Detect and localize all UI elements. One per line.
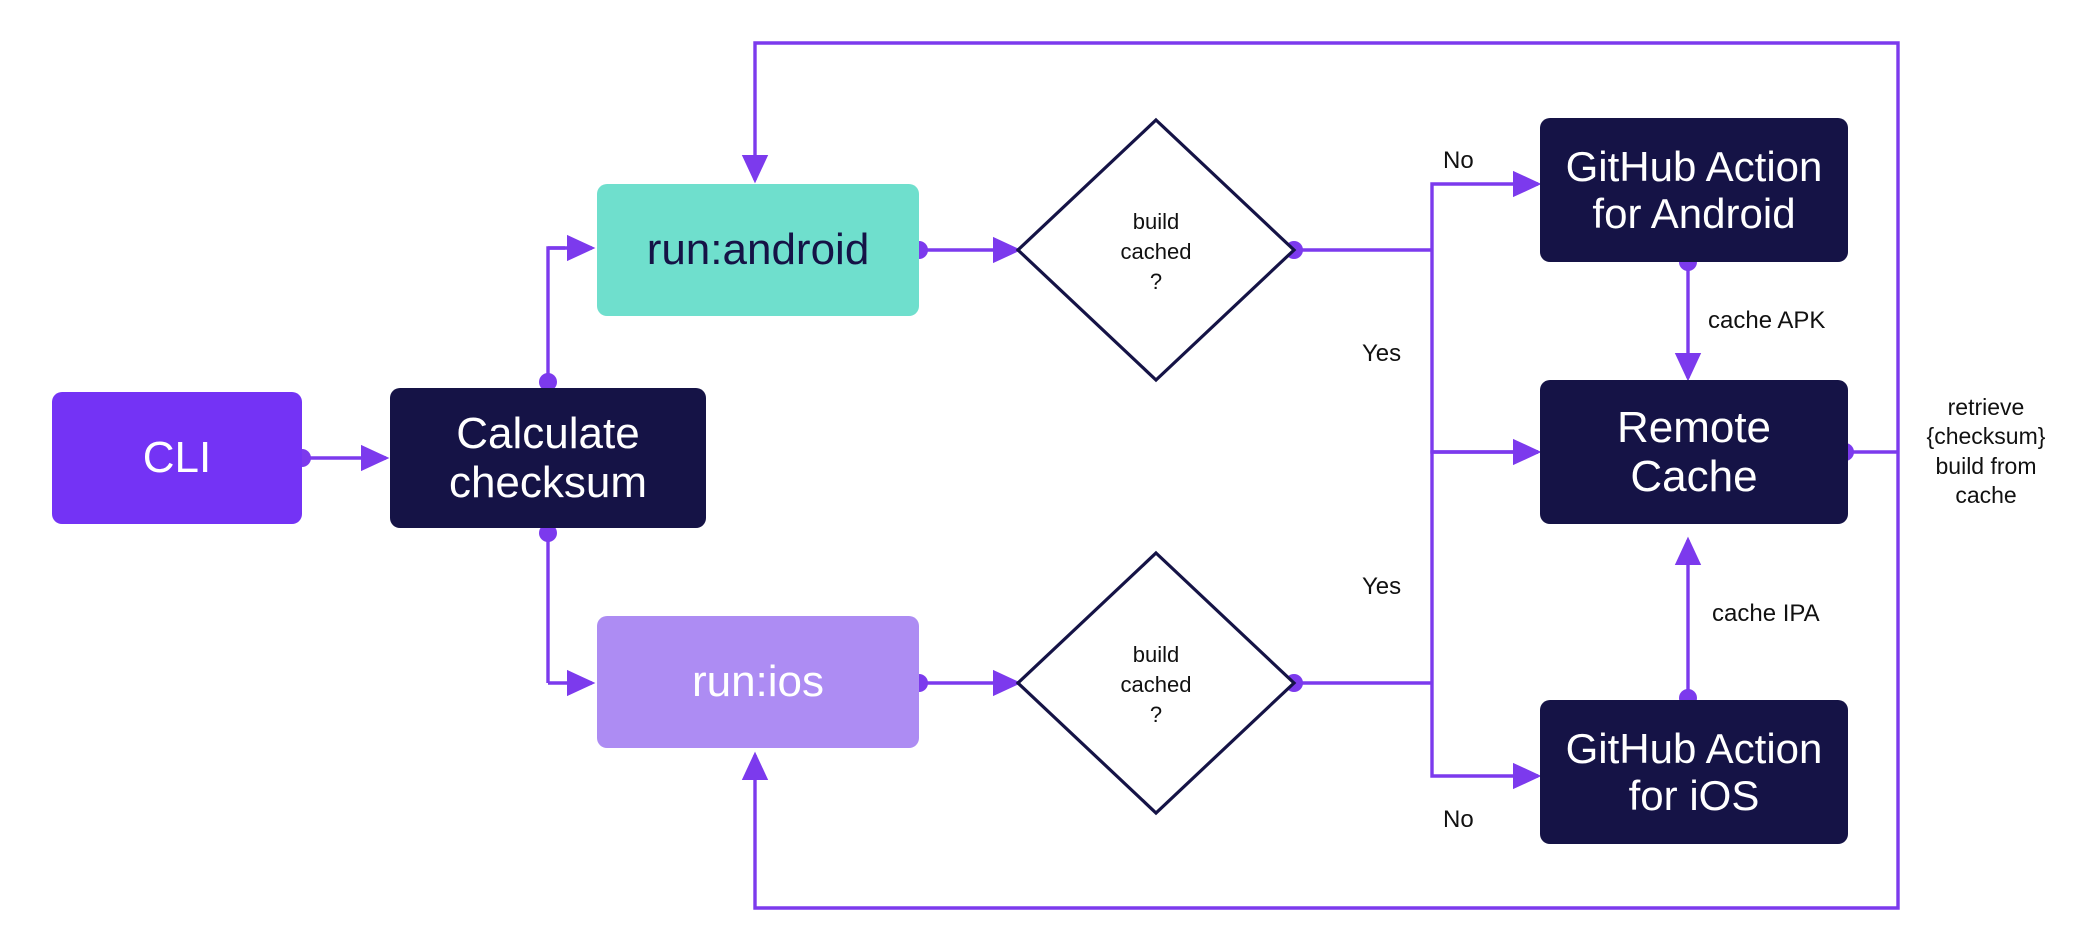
edge-retrieve-ios xyxy=(741,452,1900,910)
edge-label-android-yes: Yes xyxy=(1362,340,1402,367)
decision-ios-shape xyxy=(1015,550,1297,816)
edge-label-cache-ipa: cache IPA xyxy=(1712,600,1820,627)
decision-ios-label: build cached ? xyxy=(1066,639,1246,731)
node-cli[interactable]: CLI xyxy=(52,392,302,524)
decision-android-line1: build xyxy=(1132,209,1180,235)
decision-ios-line2: cached xyxy=(1120,672,1192,698)
node-github-action-ios[interactable]: GitHub Action for iOS xyxy=(1540,700,1848,844)
edge-retrieve-android xyxy=(741,41,1900,452)
edge-ios-no xyxy=(1430,683,1542,790)
edge-checksum-to-android-a xyxy=(546,246,565,382)
node-remote-cache[interactable]: Remote Cache xyxy=(1540,380,1848,524)
node-calculate-checksum-label-line2: checksum xyxy=(448,458,648,507)
decision-android-label: build cached ? xyxy=(1066,206,1246,298)
node-calculate-checksum[interactable]: Calculate checksum xyxy=(390,388,706,528)
edge-label-retrieve-line2: {checksum} xyxy=(1926,423,2046,450)
node-github-action-android-line2: for Android xyxy=(1592,190,1796,237)
node-github-action-android-line1: GitHub Action xyxy=(1565,142,1823,190)
edge-label-retrieve-line1: retrieve xyxy=(1947,394,2025,420)
node-remote-cache-line1: Remote xyxy=(1616,402,1772,452)
decision-ios-line1: build xyxy=(1132,642,1180,668)
edge-label-retrieve-from-cache: retrieve {checksum} build from cache xyxy=(1906,393,2066,511)
edge-label-retrieve-line3: build from xyxy=(1935,452,2037,479)
edge-label-ios-yes: Yes xyxy=(1362,573,1402,600)
node-run-android[interactable]: run:android xyxy=(597,184,919,316)
node-github-action-ios-line2: for iOS xyxy=(1628,772,1760,819)
edge-label-retrieve-line4: cache xyxy=(1955,482,2017,509)
edge-ios-yes xyxy=(1430,450,1538,683)
node-run-android-label: run:android xyxy=(646,225,870,275)
node-calculate-checksum-label-line1: Calculate xyxy=(456,408,640,458)
decision-android-line3: ? xyxy=(1149,268,1163,294)
node-remote-cache-line2: Cache xyxy=(1630,452,1758,501)
node-github-action-ios-line1: GitHub Action xyxy=(1565,724,1823,772)
edge-label-android-no: No xyxy=(1443,147,1474,174)
decision-android-line2: cached xyxy=(1120,239,1192,265)
node-run-ios[interactable]: run:ios xyxy=(597,616,919,748)
edge-android-yes xyxy=(1430,250,1542,466)
edge-android-no xyxy=(1430,170,1542,250)
node-cli-label: CLI xyxy=(142,433,212,483)
edge-label-cache-apk: cache APK xyxy=(1708,307,1826,334)
decision-ios-line3: ? xyxy=(1149,701,1163,727)
node-run-ios-label: run:ios xyxy=(691,657,825,707)
node-github-action-android[interactable]: GitHub Action for Android xyxy=(1540,118,1848,262)
edge-label-ios-no: No xyxy=(1443,806,1474,833)
decision-android-shape xyxy=(1015,117,1297,383)
